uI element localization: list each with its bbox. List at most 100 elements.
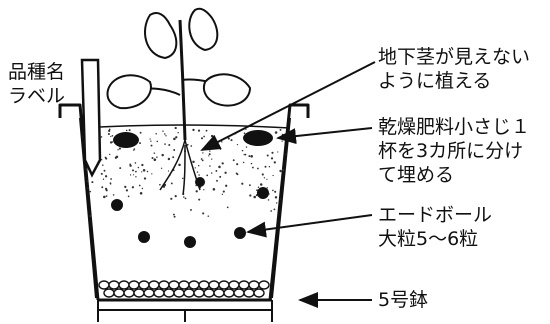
- soil-dot: [274, 161, 276, 163]
- soil-dot: [182, 178, 183, 179]
- soil-dot: [140, 192, 143, 195]
- soil-dot: [168, 170, 169, 171]
- soil-dot: [192, 129, 194, 131]
- soil-dot: [140, 132, 142, 134]
- gravel-stone: [209, 281, 219, 289]
- soil-dot: [157, 141, 159, 143]
- soil-dot: [225, 185, 227, 187]
- soil-dot: [138, 167, 140, 169]
- soil-dot: [211, 135, 213, 137]
- gravel-stone: [214, 289, 224, 297]
- gravel-stone: [119, 281, 129, 289]
- soil-dot: [208, 155, 209, 156]
- soil-dot: [211, 172, 212, 173]
- soil-dot: [159, 184, 161, 186]
- plant-seedling: [108, 9, 251, 195]
- soil-dot: [175, 195, 177, 197]
- soil-dot: [282, 169, 284, 171]
- soil-dot: [178, 164, 181, 167]
- large-grains: [111, 177, 269, 248]
- soil-dot: [243, 162, 244, 163]
- gravel-stone: [184, 289, 194, 297]
- gravel-stone: [134, 289, 144, 297]
- soil-dot: [249, 194, 251, 196]
- soil-dot: [282, 134, 284, 136]
- soil-dot: [135, 162, 137, 164]
- soil-dot: [202, 159, 204, 161]
- soil-dot: [168, 158, 170, 160]
- soil-dot: [202, 212, 204, 214]
- soil-dot: [211, 158, 212, 159]
- soil-dot: [135, 176, 136, 177]
- soil-dot: [198, 130, 200, 132]
- soil-dot: [271, 152, 273, 154]
- soil-dot: [268, 199, 270, 201]
- soil-dot: [172, 156, 174, 158]
- soil-dot: [139, 142, 141, 144]
- gravel-stone: [144, 289, 154, 297]
- soil-dot: [105, 175, 107, 177]
- gravel-stone: [124, 289, 134, 297]
- soil-dot: [103, 178, 104, 179]
- gravel-stone: [219, 281, 229, 289]
- soil-dot: [253, 196, 256, 199]
- soil-dot: [139, 185, 141, 187]
- soil-dot: [285, 154, 286, 155]
- soil-dot: [275, 131, 278, 134]
- gravel-stone: [239, 281, 249, 289]
- soil-dot: [144, 177, 146, 179]
- gravel-stone: [169, 281, 179, 289]
- soil-dot: [271, 157, 273, 159]
- soil-dot: [135, 171, 137, 173]
- soil-dot: [260, 183, 263, 186]
- soil-dot: [249, 184, 251, 186]
- soil-dot: [274, 191, 276, 193]
- dry-fertilizer: [113, 130, 273, 148]
- pot-size-label: 5号鉢: [378, 288, 428, 312]
- soil-dot: [101, 136, 103, 138]
- soil-dot: [142, 188, 143, 189]
- soil-dot: [104, 170, 106, 172]
- soil-dot: [237, 144, 238, 145]
- soil-dot: [175, 127, 177, 129]
- gravel-stone: [109, 281, 119, 289]
- soil-dot: [227, 207, 229, 209]
- soil-dot: [213, 188, 216, 191]
- soil-dot: [109, 128, 111, 130]
- soil-dot: [222, 194, 223, 195]
- gravel-stone: [234, 289, 244, 297]
- soil-dot: [141, 164, 143, 166]
- soil-dot: [168, 144, 170, 146]
- soil-dot: [202, 152, 203, 153]
- soil-dot: [198, 199, 200, 201]
- soil-dot: [203, 189, 204, 190]
- soil-dot: [90, 191, 92, 193]
- soil-dot: [171, 182, 173, 184]
- soil-dot: [170, 198, 172, 200]
- soil-dot: [175, 136, 177, 138]
- soil-dot: [117, 149, 118, 150]
- soil-dot: [87, 180, 89, 182]
- gravel-stone: [114, 289, 124, 297]
- soil-dot: [113, 194, 115, 196]
- gravel-stone: [154, 289, 164, 297]
- soil-dot: [198, 174, 200, 176]
- soil-dot: [280, 198, 281, 199]
- soil-dot: [119, 167, 121, 169]
- soil-dot: [154, 152, 156, 154]
- soil-dot: [161, 168, 162, 169]
- soil-dot: [266, 179, 267, 180]
- soil-dot: [151, 145, 153, 147]
- soil-dot: [244, 132, 246, 134]
- soil-dot: [272, 175, 273, 176]
- soil-dot: [265, 166, 267, 168]
- gravel-stone: [204, 289, 214, 297]
- soil-dot: [209, 165, 211, 167]
- variety-label-text: 品種名 ラベル: [8, 60, 65, 108]
- soil-dot: [198, 165, 199, 166]
- gravel-stone: [224, 289, 234, 297]
- soil-dot: [162, 130, 163, 131]
- soil-dot: [110, 183, 112, 185]
- akadama-label: エードボール 大粒5〜6粒: [378, 203, 492, 251]
- soil-dot: [276, 202, 277, 203]
